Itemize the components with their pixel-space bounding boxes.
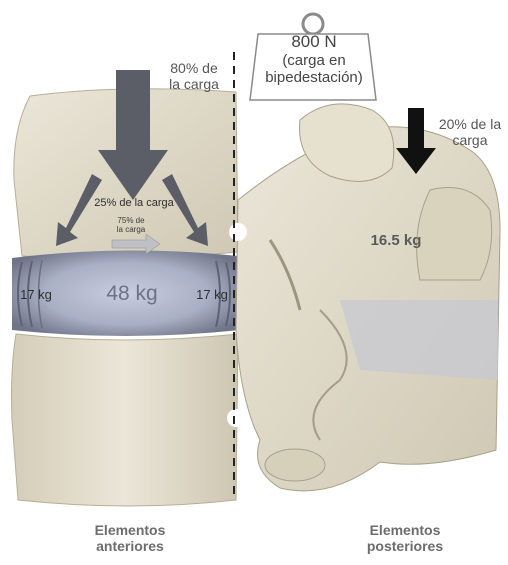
- anterior-footer-line2: anteriores: [70, 538, 190, 554]
- weight-note-line2: bipedestación): [258, 69, 370, 86]
- anterior-load-line1: 80% de: [154, 60, 234, 76]
- center-load-line1: 75% de: [106, 216, 156, 225]
- split-load-label: 25% de la carga: [84, 197, 184, 210]
- anterior-footer-line1: Elementos: [70, 522, 190, 538]
- center-load-label: 75% de la carga: [106, 216, 156, 234]
- posterior-load-line1: 20% de la: [432, 116, 508, 132]
- facet-load-label: 16.5 kg: [356, 232, 436, 249]
- posterior-footer-line1: Elementos: [340, 522, 470, 538]
- anterior-load-label: 80% de la carga: [154, 60, 234, 92]
- canal-notch-lower: [227, 409, 245, 427]
- anterior-load-line2: la carga: [154, 76, 234, 92]
- posterior-footer-line2: posteriores: [340, 538, 470, 554]
- lower-vertebral-body: [12, 334, 239, 506]
- posterior-footer: Elementos posteriores: [340, 522, 470, 554]
- posterior-elements: [236, 104, 500, 491]
- disc-right-load: 17 kg: [190, 288, 234, 303]
- anterior-footer: Elementos anteriores: [70, 522, 190, 554]
- posterior-load-line2: carga: [432, 132, 508, 148]
- weight-label: 800 N (carga en bipedestación): [258, 32, 370, 86]
- disc-center-load: 48 kg: [94, 282, 170, 306]
- disc-left-load: 17 kg: [16, 288, 56, 303]
- canal-notch-upper: [229, 223, 247, 241]
- weight-value: 800 N: [258, 32, 370, 52]
- weight-note-line1: (carga en: [258, 52, 370, 69]
- center-load-line2: la carga: [106, 225, 156, 234]
- posterior-load-label: 20% de la carga: [432, 116, 508, 148]
